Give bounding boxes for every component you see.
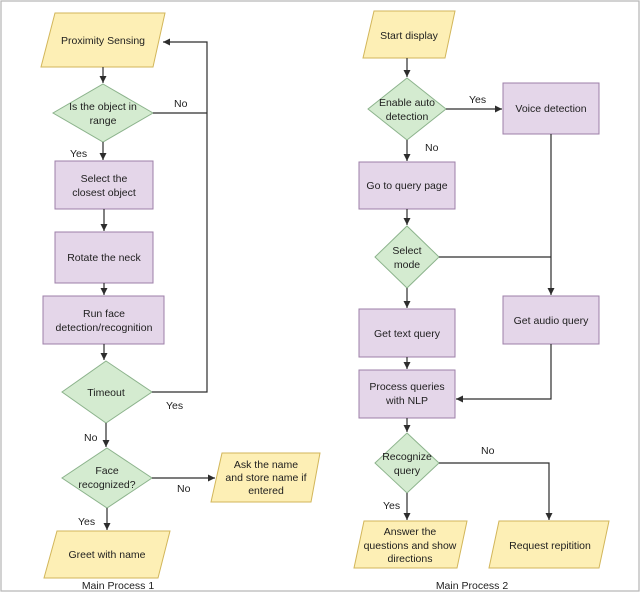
node-recognize-query: Recognize query: [374, 432, 440, 494]
node-go-to-query-page: Go to query page: [358, 161, 456, 210]
node-label: Get text query: [374, 328, 441, 340]
edge-label-yes-face: Yes: [78, 516, 95, 528]
edge-timeout-yes-loop: [152, 38, 208, 393]
node-label: Face: [95, 465, 119, 477]
node-label: closest object: [72, 187, 136, 199]
node-proximity-sensing: Proximity Sensing: [40, 12, 166, 68]
node-label: Request repitition: [509, 540, 591, 552]
node-get-text-query: Get text query: [358, 308, 456, 358]
edge-label-no-face: No: [177, 483, 191, 495]
node-label: query: [394, 465, 421, 477]
node-label: questions and show: [364, 540, 457, 552]
node-label: Select the: [81, 173, 128, 185]
caption-main-process-2: Main Process 2: [436, 580, 509, 592]
node-label: Enable auto: [379, 97, 435, 109]
node-run-face-detection: Run face detection/recognition: [42, 295, 165, 345]
node-label: Process queries: [369, 381, 444, 393]
node-face-recognized: Face recognized?: [61, 447, 153, 509]
node-label: detection: [386, 111, 429, 123]
node-get-audio-query: Get audio query: [502, 295, 600, 345]
node-label: Run face: [83, 308, 125, 320]
edge-recognize-no-to-request: [439, 462, 553, 520]
node-label: with NLP: [385, 395, 428, 407]
node-label: directions: [388, 553, 433, 565]
node-timeout: Timeout: [61, 360, 153, 424]
node-label: range: [90, 115, 117, 127]
node-label: Start display: [380, 30, 439, 42]
edge-label-yes-auto: Yes: [469, 94, 486, 106]
node-label: mode: [394, 259, 420, 271]
node-enable-auto-detection: Enable auto detection: [367, 77, 447, 141]
node-select-closest-object: Select the closest object: [54, 160, 154, 210]
edge-label-no-range: No: [174, 98, 188, 110]
node-start-display: Start display: [362, 10, 456, 59]
edge-audio-to-process: [456, 344, 552, 403]
node-object-in-range: Is the object in range: [52, 83, 154, 143]
edge-label-yes-timeout: Yes: [166, 400, 183, 412]
node-label: Go to query page: [366, 180, 447, 192]
node-label: entered: [248, 485, 284, 497]
node-label: and store name if: [225, 472, 306, 484]
node-voice-detection: Voice detection: [502, 82, 600, 135]
node-answer-questions: Answer the questions and show directions: [353, 520, 468, 569]
node-label: Get audio query: [514, 315, 589, 327]
node-label: Ask the name: [234, 459, 298, 471]
edge-label-no-timeout: No: [84, 432, 98, 444]
node-label: Voice detection: [515, 103, 586, 115]
node-greet-with-name: Greet with name: [43, 530, 171, 579]
node-request-repitition: Request repitition: [488, 520, 610, 569]
node-label: Proximity Sensing: [61, 35, 145, 47]
node-label: Timeout: [87, 387, 125, 399]
node-label: Select: [392, 245, 421, 257]
caption-main-process-1: Main Process 1: [82, 580, 155, 592]
edge-label-yes-range: Yes: [70, 148, 87, 160]
edge-label-no-recognize: No: [481, 445, 495, 457]
node-label: Answer the: [384, 526, 437, 538]
node-ask-name: Ask the name and store name if entered: [210, 452, 321, 503]
node-process-queries-nlp: Process queries with NLP: [358, 369, 456, 419]
node-label: recognized?: [78, 479, 135, 491]
node-label: Is the object in: [69, 101, 137, 113]
node-label: Recognize: [382, 451, 432, 463]
node-label: detection/recognition: [56, 322, 153, 334]
node-select-mode: Select mode: [374, 225, 440, 289]
node-rotate-neck: Rotate the neck: [54, 231, 154, 284]
node-label: Greet with name: [68, 549, 145, 561]
node-label: Rotate the neck: [67, 252, 141, 264]
edge-label-yes-recognize: Yes: [383, 500, 400, 512]
edge-label-no-auto: No: [425, 142, 439, 154]
